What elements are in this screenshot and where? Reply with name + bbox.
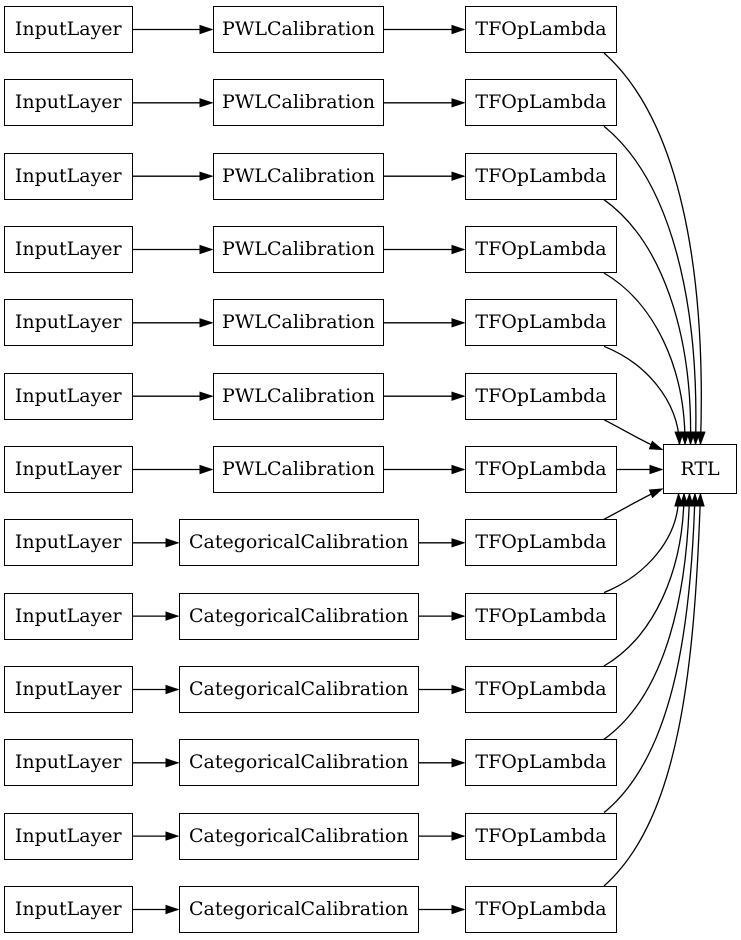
node-tf-op-lambda: TFOpLambda bbox=[465, 592, 617, 640]
node-pwl-calibration: PWLCalibration bbox=[213, 226, 384, 273]
node-categorical-calibration: CategoricalCalibration bbox=[179, 519, 419, 567]
node-pwl-calibration: PWLCalibration bbox=[213, 372, 384, 420]
node-pwl-calibration: PWLCalibration bbox=[213, 446, 384, 493]
node-tf-op-lambda: TFOpLambda bbox=[465, 372, 617, 420]
node-input-layer: InputLayer bbox=[4, 519, 133, 567]
node-tf-op-lambda: TFOpLambda bbox=[465, 226, 617, 273]
node-categorical-calibration: CategoricalCalibration bbox=[179, 592, 419, 640]
node-input-layer: InputLayer bbox=[4, 446, 133, 493]
node-pwl-calibration: PWLCalibration bbox=[213, 6, 384, 53]
node-categorical-calibration: CategoricalCalibration bbox=[179, 666, 419, 713]
edge-lambda-to-rtl bbox=[603, 345, 680, 444]
node-input-layer: InputLayer bbox=[4, 299, 133, 347]
node-rtl: RTL bbox=[663, 444, 737, 494]
node-input-layer: InputLayer bbox=[4, 666, 133, 713]
edge-lambda-to-rtl bbox=[603, 489, 662, 520]
node-tf-op-lambda: TFOpLambda bbox=[465, 299, 617, 347]
node-input-layer: InputLayer bbox=[4, 372, 133, 420]
node-categorical-calibration: CategoricalCalibration bbox=[179, 886, 419, 933]
node-pwl-calibration: PWLCalibration bbox=[213, 79, 384, 127]
node-input-layer: InputLayer bbox=[4, 226, 133, 273]
node-tf-op-lambda: TFOpLambda bbox=[465, 812, 617, 860]
node-tf-op-lambda: TFOpLambda bbox=[465, 739, 617, 787]
node-tf-op-lambda: TFOpLambda bbox=[465, 152, 617, 200]
node-tf-op-lambda: TFOpLambda bbox=[465, 519, 617, 567]
node-input-layer: InputLayer bbox=[4, 739, 133, 787]
node-input-layer: InputLayer bbox=[4, 152, 133, 200]
edge-lambda-to-rtl bbox=[603, 52, 701, 444]
node-input-layer: InputLayer bbox=[4, 592, 133, 640]
edge-lambda-to-rtl bbox=[603, 494, 679, 594]
edge-lambda-to-rtl bbox=[603, 199, 691, 444]
node-input-layer: InputLayer bbox=[4, 6, 133, 53]
node-tf-op-lambda: TFOpLambda bbox=[465, 6, 617, 53]
edge-lambda-to-rtl bbox=[603, 419, 662, 451]
edge-lambda-to-rtl bbox=[603, 125, 696, 444]
node-tf-op-lambda: TFOpLambda bbox=[465, 79, 617, 127]
node-input-layer: InputLayer bbox=[4, 79, 133, 127]
node-pwl-calibration: PWLCalibration bbox=[213, 299, 384, 347]
node-input-layer: InputLayer bbox=[4, 812, 133, 860]
node-pwl-calibration: PWLCalibration bbox=[213, 152, 384, 200]
edge-lambda-to-rtl bbox=[603, 494, 690, 740]
edge-lambda-to-rtl bbox=[603, 494, 695, 814]
edge-lambda-to-rtl bbox=[603, 494, 701, 887]
node-tf-op-lambda: TFOpLambda bbox=[465, 446, 617, 493]
node-categorical-calibration: CategoricalCalibration bbox=[179, 812, 419, 860]
edge-lambda-to-rtl bbox=[603, 272, 685, 444]
node-tf-op-lambda: TFOpLambda bbox=[465, 666, 617, 713]
node-tf-op-lambda: TFOpLambda bbox=[465, 886, 617, 933]
node-input-layer: InputLayer bbox=[4, 886, 133, 933]
edge-lambda-to-rtl bbox=[603, 494, 684, 667]
node-categorical-calibration: CategoricalCalibration bbox=[179, 739, 419, 787]
